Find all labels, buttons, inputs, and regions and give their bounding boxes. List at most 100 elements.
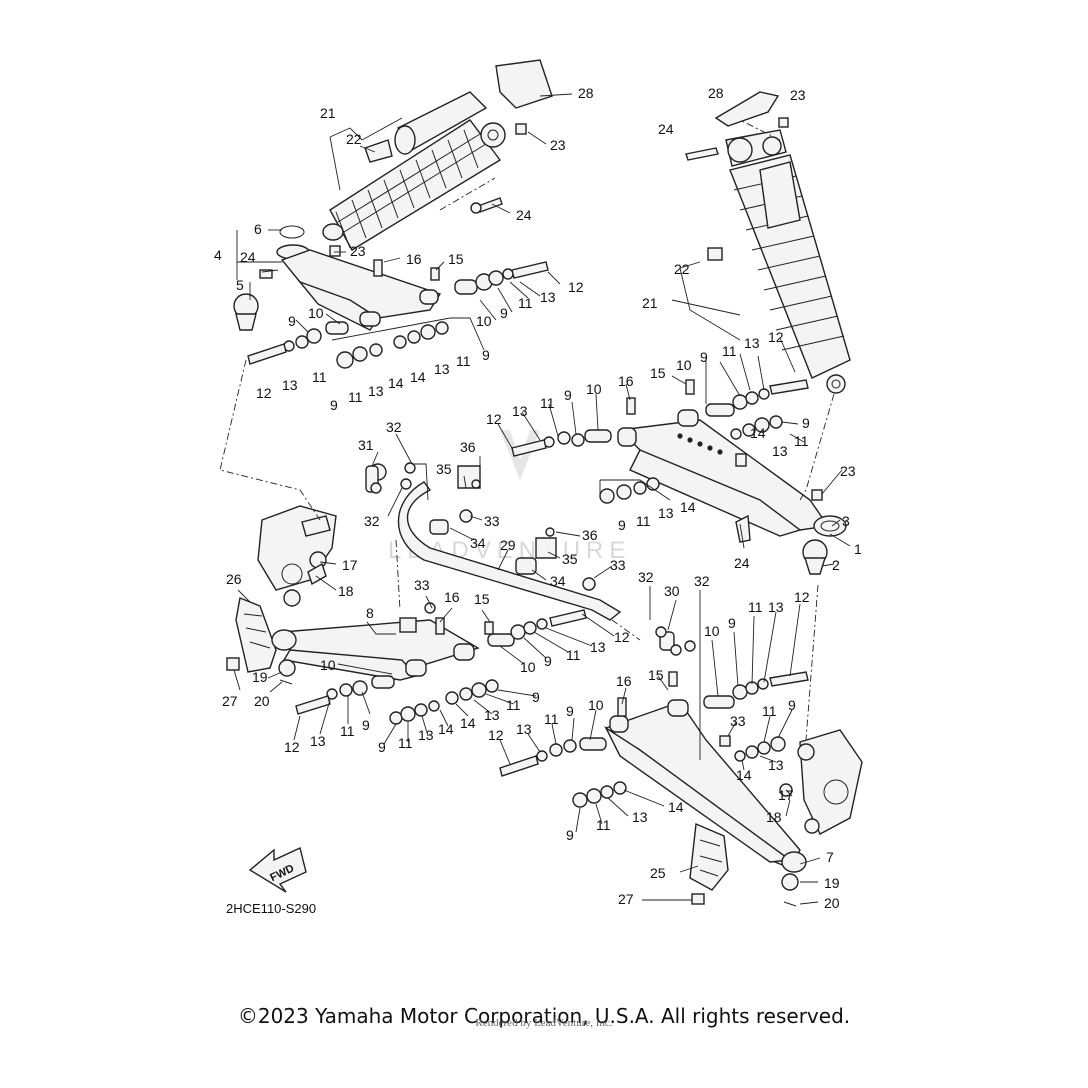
- callout-11-right-upper-left: 11: [540, 395, 555, 411]
- callout-21-left: 21: [320, 105, 336, 121]
- callout-11-right-lower-stack: 11: [762, 703, 777, 719]
- callout-14-right-upper-stack: 14: [750, 425, 766, 441]
- callout-23-right-arm: 23: [840, 463, 856, 479]
- callout-9-left-lower: 9: [362, 717, 370, 733]
- callout-11-right-lower-low: 11: [596, 817, 611, 833]
- callout-7: 7: [826, 849, 834, 865]
- callout-11-left-upper-stack-2: 11: [348, 389, 363, 405]
- callout-11-right-upper-low: 11: [636, 513, 651, 529]
- callout-35-mid: 35: [562, 551, 578, 567]
- callout-24-left-arm: 24: [240, 249, 256, 265]
- callout-13-left-lower-right: 13: [590, 639, 606, 655]
- diagram-code: 2HCE110-S290: [226, 901, 316, 916]
- callout-13-right-lower-left: 13: [516, 721, 532, 737]
- callout-5: 5: [236, 277, 244, 293]
- callout-11-left-lower-stack: 11: [506, 697, 521, 713]
- callout-10-right-lower: 10: [704, 623, 720, 639]
- callout-9-right-lower: 9: [728, 615, 736, 631]
- callout-17-right: 17: [778, 787, 794, 803]
- callout-32-top: 32: [386, 419, 402, 435]
- callout-8: 8: [366, 605, 374, 621]
- callout-9-left-lower-stack: 9: [532, 689, 540, 705]
- callout-9-left-upper: 9: [288, 313, 296, 329]
- callout-14-right-lower-low: 14: [668, 799, 684, 815]
- callout-32-right-top: 32: [638, 569, 654, 585]
- callout-2: 2: [832, 557, 840, 573]
- callout-15-left-upper: 15: [448, 251, 464, 267]
- callout-12-right-upper: 12: [768, 329, 784, 345]
- callout-12-left-upper-right: 12: [568, 279, 584, 295]
- right-lower-arm: [604, 699, 807, 873]
- callout-13-right-upper: 13: [744, 335, 760, 351]
- callout-34-mid: 34: [550, 573, 566, 589]
- callout-9-right-lower-left: 9: [566, 703, 574, 719]
- callout-15-right-lower: 15: [648, 667, 664, 683]
- callout-26: 26: [226, 571, 242, 587]
- callout-9-right-upper: 9: [700, 349, 708, 365]
- callout-13-right-upper-left: 13: [512, 403, 528, 419]
- callout-19-right: 19: [824, 875, 840, 891]
- callout-3: 3: [842, 513, 850, 529]
- callout-12-right-upper-left: 12: [486, 411, 502, 427]
- right-arm-guard: [689, 822, 729, 891]
- callout-15-right-upper: 15: [650, 365, 666, 381]
- callout-10-right-upper: 10: [676, 357, 692, 373]
- callout-12-right-lower-left: 12: [488, 727, 504, 743]
- callout-16-left-upper: 16: [406, 251, 422, 267]
- right-knuckle: [779, 729, 863, 835]
- callout-25: 25: [650, 865, 666, 881]
- callout-11-left-lower-right: 11: [566, 647, 581, 663]
- callout-10-right-upper-left: 10: [586, 381, 602, 397]
- callout-33-right-lower: 33: [730, 713, 746, 729]
- callout-23-right-top: 23: [790, 87, 806, 103]
- callout-28-left: 28: [578, 85, 594, 101]
- callout-23-left-arm: 23: [350, 243, 366, 259]
- callout-4: 4: [214, 247, 222, 263]
- callout-14-right-upper-low: 14: [680, 499, 696, 515]
- callout-9-right-lower-low: 9: [566, 827, 574, 843]
- callout-13-left-upper-stack-2: 13: [368, 383, 384, 399]
- stabilizer-hardware: [365, 462, 696, 656]
- callout-10-left-upper-right: 10: [476, 313, 492, 329]
- left-shock-fasteners: [329, 123, 527, 257]
- callout-36-top: 36: [460, 439, 476, 455]
- callout-16-left-lower: 16: [444, 589, 460, 605]
- callout-9-left-upper-stack: 9: [482, 347, 490, 363]
- callout-13-right-lower-low: 13: [632, 809, 648, 825]
- left-guard-ribs: [243, 613, 271, 649]
- callout-16-right-upper: 16: [618, 373, 634, 389]
- callout-24-left-top: 24: [516, 207, 532, 223]
- callout-14-right-lower-stack: 14: [736, 767, 752, 783]
- callout-9-right-upper-low: 9: [618, 517, 626, 533]
- callout-32-right: 32: [694, 573, 710, 589]
- shock-cover-right: [714, 91, 780, 127]
- callout-9-left-lower-right: 9: [544, 653, 552, 669]
- callout-14-left-upper-stack: 14: [410, 369, 426, 385]
- callout-13-right-lower-stack: 13: [768, 757, 784, 773]
- stabilizer-bar: [397, 465, 622, 621]
- callout-11-right-upper-stack: 11: [794, 433, 809, 449]
- callout-33-top: 33: [484, 513, 500, 529]
- callout-21-right: 21: [642, 295, 658, 311]
- callout-33-left-lower: 33: [414, 577, 430, 593]
- callout-11-right-lower: 11: [748, 599, 763, 615]
- rendered-by-credit: Rendered by LeadVenture, Inc.: [475, 1017, 613, 1029]
- callout-13-left-upper-right: 13: [540, 289, 556, 305]
- callout-29: 29: [500, 537, 516, 553]
- callout-24-right-arm: 24: [734, 555, 750, 571]
- callout-10-left-lower: 10: [320, 657, 336, 673]
- callout-13-left-upper-bolt: 13: [282, 377, 298, 393]
- callout-14-left-upper-stack-2: 14: [388, 375, 404, 391]
- callout-11-left-lower: 11: [340, 723, 355, 739]
- callout-9-right-upper-stack: 9: [802, 415, 810, 431]
- callout-13-left-lower: 13: [310, 733, 326, 749]
- callout-18-right: 18: [766, 809, 782, 825]
- callout-9-left-upper-stack-2: 9: [330, 397, 338, 413]
- callout-12-left-upper-bolt: 12: [256, 385, 272, 401]
- left-shock-absorber: [322, 91, 506, 251]
- callout-9-right-upper-left: 9: [564, 387, 572, 403]
- shock-cover-left: [495, 59, 553, 109]
- callout-6: 6: [254, 221, 262, 237]
- left-knuckle: [257, 505, 337, 607]
